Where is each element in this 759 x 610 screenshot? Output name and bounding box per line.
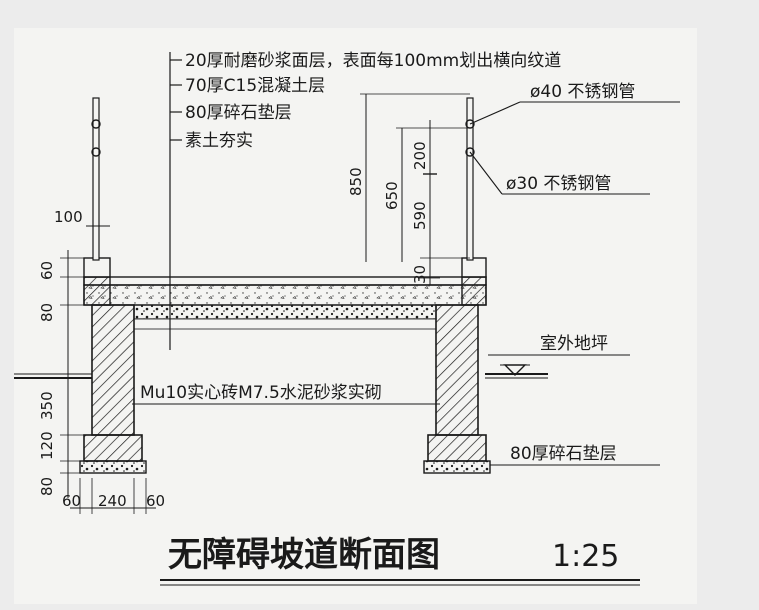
concrete-layer [83,284,487,306]
layer-label-soil: 素土夯实 [185,131,253,151]
dim-left-350: 350 [38,391,56,420]
dim-top-post: 100 [54,208,83,226]
top-rail-label: ø40 不锈钢管 [530,82,635,102]
left-curb-base [83,276,111,306]
dim-left-80: 80 [38,303,56,322]
dim-left-80-bottom: 80 [38,477,56,496]
dim-height-200: 200 [411,141,429,170]
layer-label-gravel: 80厚碎石垫层 [185,103,292,123]
gravel-layer [133,304,437,320]
dim-height-650: 650 [383,181,401,210]
layer-label-concrete: 70厚C15混凝土层 [185,76,325,96]
drawing-scale: 1:25 [552,539,619,574]
right-curb [461,257,487,278]
drawing-title: 无障碍坡道断面图 [168,535,440,575]
left-handrail-post [92,97,100,261]
left-footing [83,434,143,462]
right-footing [427,434,487,462]
left-brick-wall [91,304,135,436]
dim-bottom-60-right: 60 [146,492,165,510]
dim-left-60: 60 [38,261,56,280]
ground-level-label: 室外地坪 [540,334,608,354]
dim-height-590: 590 [411,201,429,230]
right-handrail-post [466,97,474,261]
dim-bottom-240: 240 [98,492,127,510]
left-footing-gravel [79,460,147,474]
wall-material-label: Mu10实心砖M7.5水泥砂浆实砌 [140,383,382,403]
dim-bottom-60-left: 60 [62,492,81,510]
layer-label-surface: 20厚耐磨砂浆面层，表面每100mm划出横向纹道 [185,51,561,71]
dim-small-30: 30 [411,265,429,284]
right-brick-wall [435,304,479,436]
right-footing-gravel [423,460,491,474]
compacted-soil [133,318,437,330]
right-curb-base [461,276,487,306]
lower-rail-label: ø30 不锈钢管 [506,174,611,194]
dim-left-120: 120 [38,431,56,460]
dim-height-850: 850 [347,167,365,196]
footing-gravel-label: 80厚碎石垫层 [510,444,617,464]
left-curb [83,257,111,278]
